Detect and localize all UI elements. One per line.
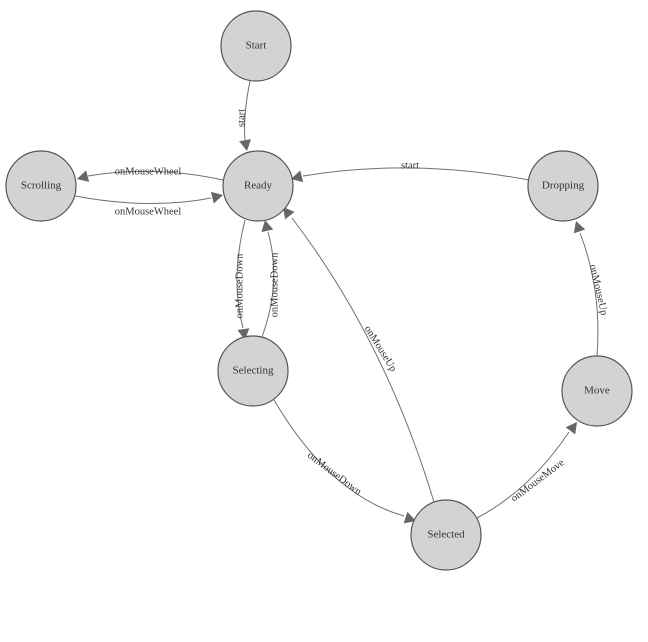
- arrowhead-icon: [210, 191, 223, 204]
- state-node-dropping: Dropping: [527, 150, 599, 222]
- edge-dropping-ready: start: [291, 160, 530, 183]
- edge-line: [476, 431, 570, 519]
- edge-line: [291, 217, 435, 503]
- state-label: Move: [584, 385, 610, 397]
- state-circle: [410, 499, 482, 571]
- edge-ready-selecting: onMouseDown: [234, 219, 250, 340]
- edge-line: [273, 399, 405, 517]
- edge-start-ready: start: [236, 80, 251, 151]
- arrowhead-icon: [403, 511, 416, 524]
- edge-label: onMouseDown: [269, 252, 280, 317]
- edge-line: [74, 195, 212, 204]
- edge-line: [302, 167, 530, 181]
- state-label: Start: [246, 40, 267, 52]
- state-circle: [561, 355, 633, 427]
- edge-label: onMouseWheel: [115, 166, 182, 177]
- edge-selecting-selected: onMouseDown: [273, 399, 416, 524]
- edge-label: onMouseMove: [509, 457, 567, 504]
- edge-line: [87, 170, 224, 181]
- state-circle: [220, 10, 292, 82]
- state-label: Selecting: [233, 365, 274, 377]
- edge-label: start: [236, 109, 247, 127]
- state-circle: [527, 150, 599, 222]
- state-circle: [222, 150, 294, 222]
- state-label: Ready: [244, 180, 273, 192]
- edge-line: [244, 80, 251, 141]
- arrowhead-icon: [283, 207, 295, 220]
- edge-ready-scrolling: onMouseWheel: [77, 166, 224, 182]
- state-circle: [217, 335, 289, 407]
- state-node-ready: Ready: [222, 150, 294, 222]
- edge-line: [261, 231, 275, 338]
- arrowhead-icon: [573, 221, 586, 234]
- state-label: Scrolling: [21, 180, 62, 192]
- arrowhead-icon: [261, 220, 274, 233]
- arrowhead-icon: [237, 328, 250, 340]
- edges-layer: start onMouseWheel onMouseWheel start onMous…: [74, 80, 609, 524]
- state-node-move: Move: [561, 355, 633, 427]
- edge-label: onMouseDown: [305, 450, 364, 498]
- state-label: Dropping: [542, 180, 585, 192]
- edge-move-dropping: onMouseUp: [573, 221, 609, 357]
- state-circle: [5, 150, 77, 222]
- state-node-start: Start: [220, 10, 292, 82]
- state-node-selecting: Selecting: [217, 335, 289, 407]
- state-node-selected: Selected: [410, 499, 482, 571]
- edge-label: onMouseDown: [234, 253, 245, 318]
- edge-line: [579, 232, 599, 357]
- arrowhead-icon: [565, 422, 577, 435]
- edge-label: onMouseUp: [587, 263, 609, 316]
- arrowhead-icon: [239, 139, 251, 151]
- arrowhead-icon: [77, 170, 90, 182]
- state-node-scrolling: Scrolling: [5, 150, 77, 222]
- state-label: Selected: [427, 529, 465, 541]
- edge-label: start: [401, 160, 419, 171]
- arrowhead-icon: [291, 170, 304, 183]
- edge-label: onMouseUp: [362, 324, 399, 374]
- edge-selecting-ready: onMouseDown: [261, 220, 280, 338]
- edge-label: onMouseWheel: [115, 206, 182, 217]
- edge-line: [236, 219, 246, 329]
- edge-scrolling-ready: onMouseWheel: [74, 191, 223, 217]
- edge-selected-move: onMouseMove: [476, 422, 577, 519]
